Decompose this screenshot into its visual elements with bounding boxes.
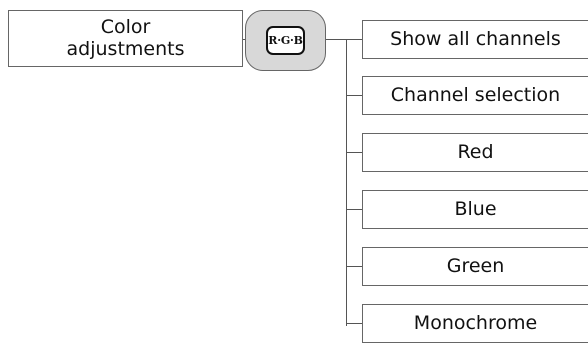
- color-adjustments-line-2: adjustments: [66, 37, 185, 60]
- branch-blue: [346, 209, 362, 210]
- option-show-all-channels[interactable]: Show all channels: [362, 20, 588, 59]
- color-adjustments-label: Color adjustments: [66, 15, 185, 61]
- option-blue[interactable]: Blue: [362, 190, 588, 229]
- rgb-icon: R·G·B: [266, 26, 305, 55]
- branch-monochrome: [346, 323, 362, 324]
- option-channel-selection[interactable]: Channel selection: [362, 76, 588, 115]
- tree-vertical-connector: [346, 39, 347, 326]
- option-red[interactable]: Red: [362, 133, 588, 172]
- option-monochrome[interactable]: Monochrome: [362, 304, 588, 343]
- rgb-button[interactable]: R·G·B: [245, 10, 326, 71]
- branch-red: [346, 152, 362, 153]
- branch-channel-selection: [346, 95, 362, 96]
- branch-green: [346, 266, 362, 267]
- color-adjustments-line-1: Color: [100, 15, 151, 38]
- option-green[interactable]: Green: [362, 247, 588, 286]
- branch-show-all-channels: [346, 39, 362, 40]
- connector-left-to-icon: [243, 39, 245, 40]
- color-adjustments-node: Color adjustments: [8, 10, 243, 67]
- connector-icon-to-tree: [326, 39, 346, 40]
